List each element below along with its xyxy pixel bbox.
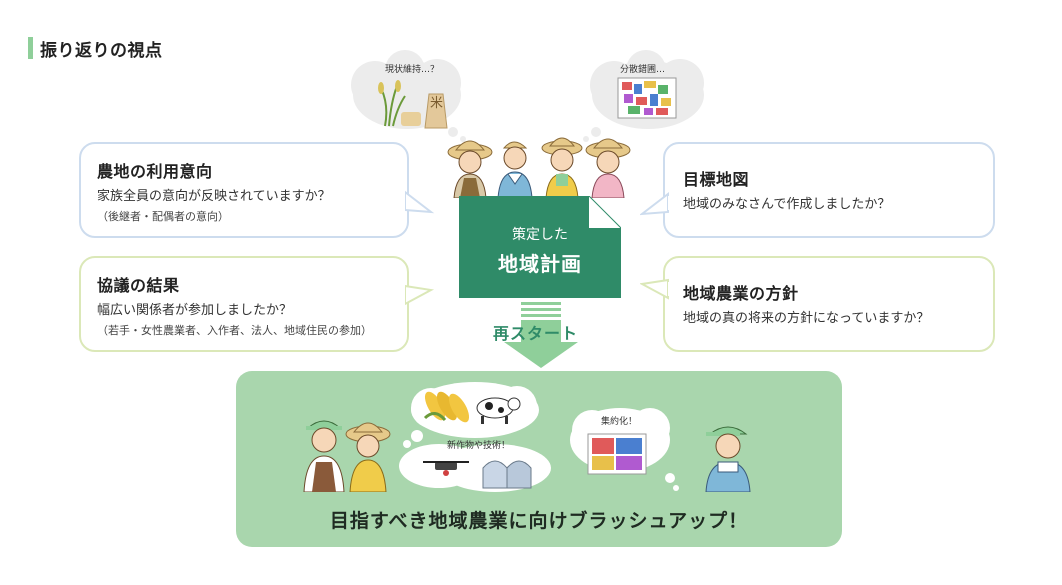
restart-label: 再スタート: [493, 324, 579, 343]
cow-icon: [476, 397, 521, 424]
corn-icon: [423, 391, 470, 423]
farmer-3: [541, 137, 583, 198]
farmers-group-illustration: [447, 137, 631, 198]
bubble-note: （若手・女性農業者、入作者、法人、地域住民の参加）: [97, 324, 372, 337]
rice-plant-icon: [378, 80, 421, 127]
farmer-man: [303, 420, 345, 492]
thought-label-consolidation: 集約化！: [601, 417, 638, 427]
plan-document-line1: 策定した: [512, 227, 568, 243]
plan-document-line2: 地域計画: [498, 252, 582, 276]
drone-icon: [423, 461, 469, 476]
thought-cloud-new-crops: [399, 382, 551, 492]
restart-arrow-icon: [504, 302, 578, 368]
farmer-woman: [345, 422, 391, 492]
bubble-title: 協議の結果: [97, 276, 180, 295]
bubble-tail: [405, 190, 435, 214]
scattered-map-icon: [617, 77, 677, 119]
farmer-2: [497, 141, 533, 198]
thought-label-new-crops: 新作物や技術！: [447, 441, 511, 451]
thought-cloud-scattered-plots: [583, 50, 704, 142]
page-title: 振り返りの視点: [40, 41, 163, 61]
header-accent-bar: [28, 37, 33, 59]
greenhouse-icon: [482, 460, 532, 489]
bubble-tail: [405, 284, 435, 306]
thought-cloud-status-quo: [351, 50, 466, 142]
slogan-text: 目指すべき地域農業に向けブラッシュアップ！: [329, 510, 749, 532]
consolidated-map-icon: [587, 433, 647, 475]
bubble-tail: [640, 278, 670, 300]
farmer-young-illustration: [705, 426, 751, 492]
bubble-regional-policy: 地域農業の方針 地域の真の将来の方針になっていますか？: [663, 256, 995, 352]
bubble-text: 地域のみなさんで作成しましたか？: [683, 197, 891, 212]
bubble-target-map: 目標地図 地域のみなさんで作成しましたか？: [663, 142, 995, 238]
thought-cloud-consolidation: [570, 408, 679, 491]
bubble-title: 地域農業の方針: [683, 284, 799, 303]
bubble-farmland-intent: 農地の利用意向 家族全員の意向が反映されていますか？ （後継者・配偶者の意向）: [79, 142, 409, 238]
farmers-pair-illustration: [303, 420, 391, 492]
bubble-text: 地域の真の将来の方針になっていますか？: [683, 311, 930, 326]
bubble-note: （後継者・配偶者の意向）: [97, 210, 229, 223]
bubble-discussion-result: 協議の結果 幅広い関係者が参加しましたか？ （若手・女性農業者、入作者、法人、地…: [79, 256, 409, 352]
thought-label-status-quo: 現状維持…？: [385, 65, 440, 75]
bubble-text: 家族全員の意向が反映されていますか？: [97, 189, 331, 204]
rice-bag-glyph: 米: [430, 96, 444, 111]
rice-bag-icon: [424, 93, 448, 129]
bubble-title: 農地の利用意向: [97, 162, 213, 181]
bubble-title: 目標地図: [683, 170, 750, 189]
plan-document-icon: [459, 196, 621, 298]
bubble-tail: [640, 191, 670, 216]
thought-label-scattered-plots: 分散錯圃…: [620, 65, 666, 75]
farmer-1: [447, 140, 493, 198]
bubble-text: 幅広い関係者が参加しましたか？: [97, 303, 293, 318]
farmer-4: [585, 138, 631, 198]
